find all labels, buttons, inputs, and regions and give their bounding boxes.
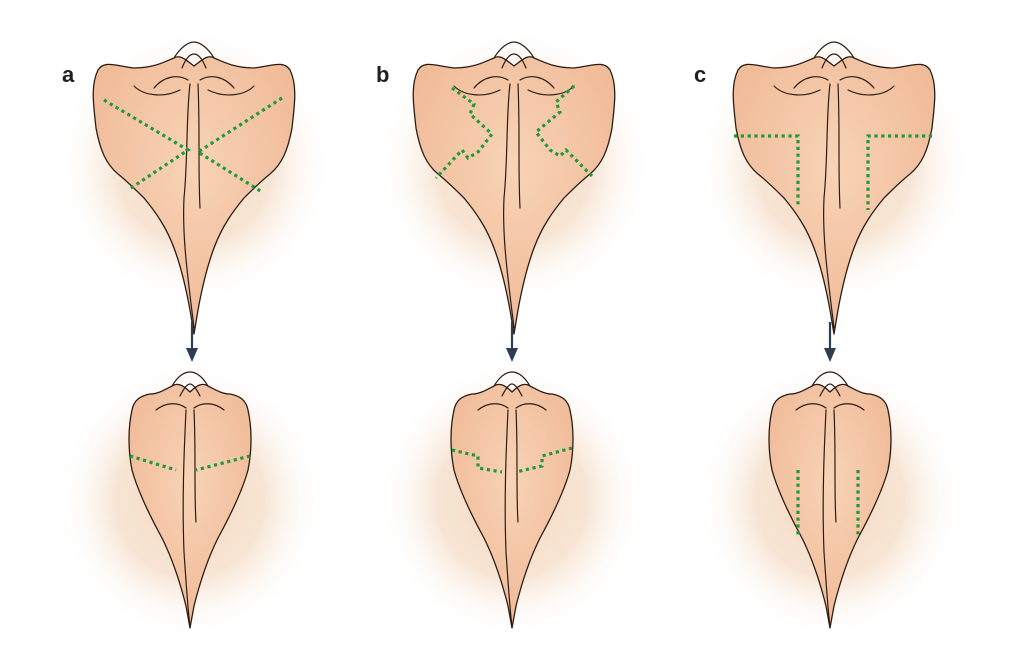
panel-label-b: b: [376, 62, 389, 87]
panel-label-a: a: [62, 62, 75, 87]
panel-a-preop-incisions: [103, 96, 283, 194]
arrow-a: [184, 320, 200, 364]
panel-c-postop-sutures: [796, 470, 860, 538]
panel-a-postop-sutures: [129, 454, 251, 472]
panel-b-postop-sutures: [451, 446, 573, 474]
arrow-b: [504, 320, 520, 364]
panel-label-c: c: [694, 62, 706, 87]
panel-b-preop-incisions: [434, 84, 594, 180]
panel-c-preop-incisions: [734, 134, 932, 210]
